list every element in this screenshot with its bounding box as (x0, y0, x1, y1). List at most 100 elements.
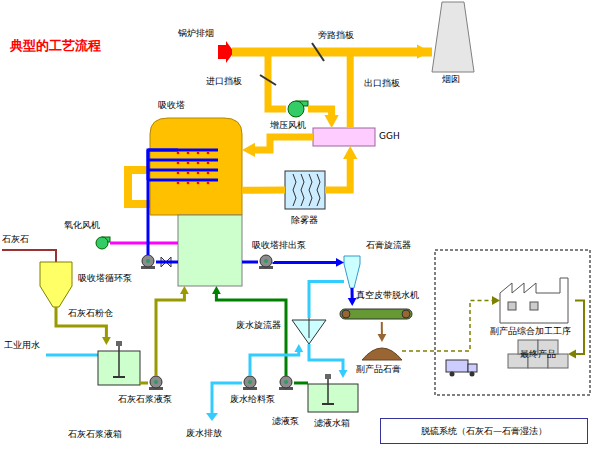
drawing-part (148, 179, 218, 182)
arrow-head (336, 258, 344, 267)
pump-symbol: 废水给料泵 (242, 376, 258, 390)
drawing-part (530, 302, 538, 310)
pipe-connector (242, 261, 258, 264)
drawing-part (313, 128, 375, 146)
drawing-part (177, 182, 180, 185)
pipe-connector (274, 261, 338, 264)
pipe-connector (140, 382, 148, 385)
node-label: 滤液泵 (272, 416, 299, 427)
dashed-boundary (435, 250, 590, 395)
pipe-connector (574, 301, 584, 355)
chimney-symbol-outline (430, 2, 476, 72)
wastewater-cyclone-outline (292, 318, 326, 344)
drawing-part (301, 174, 304, 206)
limestone-feed-line (2, 250, 56, 262)
water-line (46, 354, 98, 357)
node-label: 吸收塔排出泵 (252, 240, 306, 251)
drawing-part (308, 384, 358, 412)
arrow-head (294, 344, 303, 352)
truck-wheel (450, 372, 455, 377)
node-label: 最终产品 (520, 349, 556, 360)
drawing-part (116, 341, 122, 346)
pump-symbol-outline (148, 376, 164, 390)
pump-symbol: 吸收塔排出泵 (258, 255, 274, 269)
demister-box-outline (285, 171, 325, 209)
pump-symbol-outline (242, 376, 258, 390)
node-label: 滤液水箱 (314, 418, 350, 429)
pump-symbol-outline (278, 376, 294, 390)
pipe-connector (325, 155, 350, 190)
truck-cab (468, 364, 477, 372)
node-label: 副产品石膏 (356, 364, 401, 375)
drawing-part (197, 152, 200, 155)
node-label: 真空皮带脱水机 (356, 290, 419, 301)
part-label: 锅炉排烟 (178, 28, 214, 39)
filtrate-tank: 滤液水箱 (308, 378, 358, 412)
drawing-part (402, 310, 410, 318)
arrow-head (417, 45, 430, 59)
pump-symbol-outline (258, 255, 274, 269)
node-label: 烟囱 (442, 74, 460, 85)
drawing-part (508, 302, 516, 310)
flue-gas-arrow (218, 41, 234, 63)
node-label: 副产品综合加工工序 (490, 326, 571, 337)
limestone-silo: 石灰石粉仓 (40, 262, 72, 307)
node-label: 废水旋流器 (236, 320, 281, 331)
node-label: 石膏旋流器 (366, 240, 411, 251)
part-label: 进口挡板 (206, 76, 242, 87)
arrow-head (492, 296, 500, 305)
demister-box: 除雾器 (285, 171, 325, 209)
drawing-part (381, 419, 588, 444)
drawing-part (340, 309, 412, 319)
drawing-part (284, 380, 288, 384)
drawing-part (146, 259, 150, 263)
gypsum-pile-outline (362, 342, 402, 360)
drawing-part (432, 2, 474, 72)
node-label: 脱硫系统（石灰石—石膏湿法） (421, 426, 547, 437)
part-label: 出口挡板 (364, 78, 400, 89)
drawing-part (207, 152, 210, 155)
drawing-part (317, 174, 320, 206)
drawing-part (207, 172, 210, 175)
pipe-connector (156, 292, 184, 376)
drawing-part (96, 237, 108, 249)
pipe-connector (309, 282, 344, 318)
drawing-part (118, 346, 120, 377)
wastewater-cyclone: 废水旋流器 (292, 318, 326, 344)
part-label: 石灰石 (2, 234, 29, 245)
pipe-connector (110, 242, 178, 245)
arrow-head (180, 286, 189, 294)
chimney-symbol: 烟囱 (430, 2, 476, 72)
booster-fan-outline (284, 100, 308, 118)
arrow-head (324, 115, 338, 128)
drawing-part (288, 101, 304, 117)
arrow-head (242, 143, 255, 157)
drawing-part (362, 348, 402, 360)
drawing-part (197, 172, 200, 175)
arrow-head (348, 298, 357, 306)
absorber-tower-outline (178, 118, 242, 286)
oxidation-fan-outline (94, 236, 110, 250)
pipe-connector (242, 187, 285, 194)
drawing-part (344, 256, 360, 288)
filtrate-tank-outline (308, 378, 358, 412)
drawing-part (177, 162, 180, 165)
booster-fan: 增压风机 (284, 100, 308, 118)
ggh-box-outline (313, 128, 375, 146)
pipe-connector (156, 261, 178, 264)
drawing-part (260, 255, 272, 267)
truck-wheel (470, 372, 475, 377)
limestone-silo-outline (40, 262, 72, 307)
wastewater-arrow (206, 413, 218, 421)
arrow-head (343, 146, 357, 159)
system-box: 脱硫系统（石灰石—石膏湿法） (380, 418, 588, 444)
truck-body (446, 360, 468, 372)
hydrocyclone: 石膏旋流器 (344, 256, 360, 288)
drawing-part (322, 403, 334, 405)
arrow-head (339, 370, 348, 378)
drawing-part (280, 376, 292, 388)
node-label: 石灰石浆液泵 (118, 394, 172, 405)
drawing-part (40, 262, 72, 307)
drawing-part (500, 278, 568, 323)
